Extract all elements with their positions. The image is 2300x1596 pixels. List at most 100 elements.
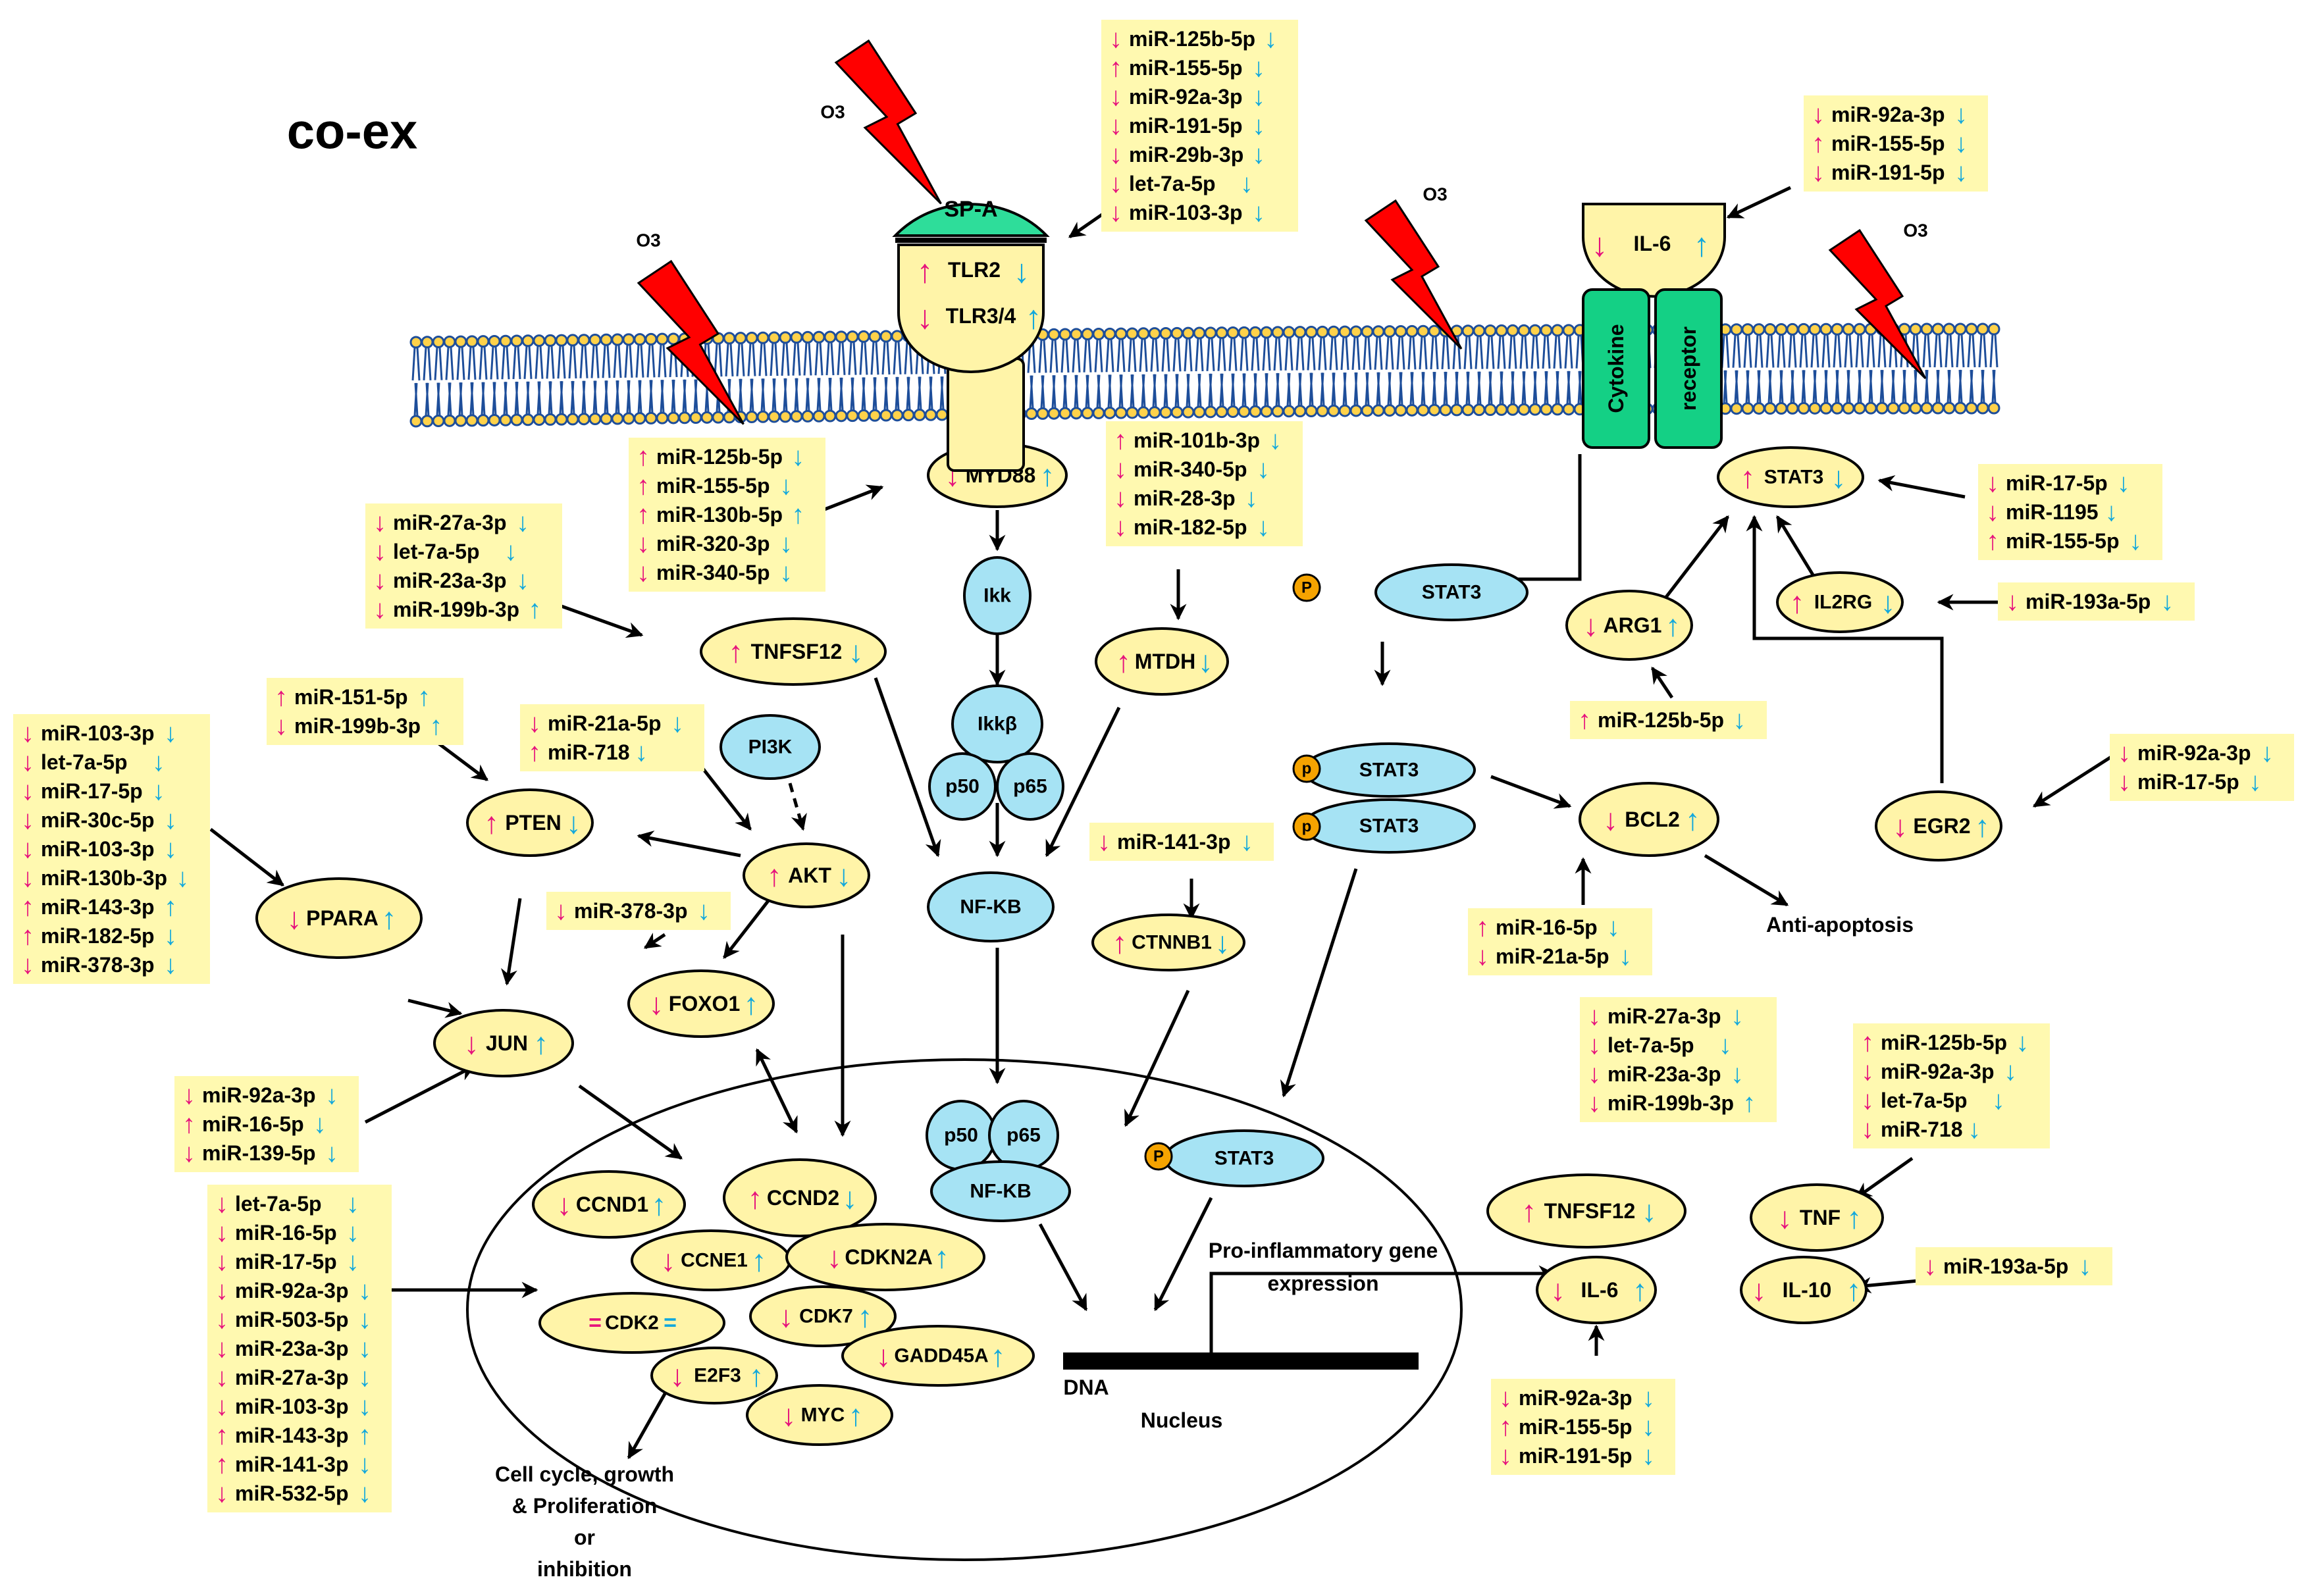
node-tnfsf12b: TNFSF12↑↓ — [1486, 1173, 1686, 1248]
arrow-ppara-to-jun — [407, 998, 463, 1018]
mirna-change-left-icon: ↓ — [1986, 498, 1999, 527]
lipid-tail — [1732, 334, 1737, 368]
lipid-head — [1864, 401, 1877, 415]
lipid-head — [421, 415, 434, 428]
il6-left-icon: ↓ — [1592, 226, 1608, 263]
lipid-head — [1976, 322, 1989, 336]
lipid-tail — [1877, 334, 1882, 368]
lipid-tail — [1278, 337, 1282, 371]
node-stat3top-shape — [1717, 446, 1864, 508]
lipid-tail — [1365, 372, 1370, 405]
mirna-change-right-icon: ↓ — [1992, 1086, 2005, 1115]
lipid-tail — [725, 343, 729, 376]
mirna-change-left-icon: ↓ — [21, 748, 34, 777]
mirna-label: miR-141-3p — [235, 1453, 349, 1476]
node-mtdh-shape — [1095, 627, 1229, 696]
lipid-tail — [1737, 334, 1741, 368]
lipid-tail — [613, 344, 617, 378]
lipid-tail — [1220, 373, 1224, 407]
lipid-tail — [761, 378, 766, 412]
mirna-change-right-icon: ↓ — [176, 863, 189, 892]
arrow-mtdh-to-nfkb — [1045, 706, 1121, 858]
lipid-tail — [908, 341, 913, 374]
mirna-change-right-icon: ↓ — [313, 1110, 327, 1139]
mirna-change-right-icon: ↓ — [1257, 455, 1270, 484]
mirna-box-tnfsf12a: ↓miR-27a-3p↓↓let-7a-5p↓↓miR-23a-3p↓↓miR-… — [365, 503, 562, 629]
mirna-change-left-icon: ↓ — [1861, 1115, 1874, 1144]
lipid-head — [823, 409, 837, 423]
lipid-head — [745, 331, 758, 344]
phospho-label: P — [1301, 579, 1312, 597]
lipid-head — [465, 335, 479, 348]
lipid-tail — [1065, 339, 1070, 373]
mirna-change-right-icon: ↓ — [358, 1334, 371, 1363]
lipid-tail — [472, 346, 477, 380]
mirna-change-left-icon: ↓ — [1476, 942, 1489, 971]
mirna-label: miR-378-3p — [574, 899, 688, 923]
mirna-box-il10: ↓miR-193a-5p↓ — [1916, 1247, 2112, 1285]
lipid-tail — [1186, 374, 1191, 407]
lipid-tail — [595, 345, 600, 378]
node-mtdh: MTDH↑↓ — [1095, 627, 1229, 696]
node-akt-label: AKT — [788, 863, 831, 887]
lipid-tail — [1351, 336, 1356, 371]
lipid-head — [723, 332, 736, 345]
lipid-tail — [560, 381, 564, 415]
node-jun-label: JUN — [486, 1031, 528, 1055]
lipid-tail — [781, 342, 785, 376]
mirna-change-right-icon: ↓ — [2129, 527, 2142, 555]
lipid-tail — [1927, 334, 1931, 368]
lipid-tail — [1421, 372, 1426, 405]
lipid-head — [577, 413, 590, 426]
lipid-head — [1081, 328, 1094, 341]
mirna-change-left-icon: ↓ — [1109, 198, 1122, 227]
lipid-head — [1238, 405, 1251, 418]
node-ctnnb1-shape — [1091, 914, 1245, 971]
ozone-label: O3 — [636, 230, 660, 251]
lipid-tail — [850, 377, 855, 411]
change-right-icon: ↑ — [752, 1243, 767, 1277]
lipid-tail — [445, 347, 450, 380]
lipid-tail — [1779, 370, 1784, 403]
lipid-head — [1853, 401, 1866, 415]
lipid-head — [1954, 401, 1967, 415]
lipid-head — [1931, 322, 1945, 336]
lipid-tail — [1300, 337, 1305, 371]
arrow-akt-to-foxo1 — [723, 897, 771, 959]
phospho-icon — [1144, 1142, 1173, 1171]
lipid-tail — [1524, 336, 1529, 369]
lipid-tail — [1546, 335, 1551, 369]
lipid-tail — [1233, 338, 1238, 371]
lipid-tail — [1983, 334, 1987, 368]
lipid-head — [644, 411, 658, 425]
node-cdkn2a: CDKN2A↓↑ — [785, 1223, 985, 1291]
cell-cycle-label-3: or — [574, 1526, 595, 1549]
mirna-change-right-icon: ↓ — [516, 508, 529, 537]
node-p50b: p50 — [926, 1100, 997, 1171]
lipid-tail — [1891, 370, 1896, 403]
change-right-icon: ↑ — [991, 1339, 1006, 1373]
mirna-label: miR-101b-3p — [1134, 428, 1260, 452]
lipid-head — [1405, 324, 1419, 338]
lipid-tail — [1880, 370, 1885, 403]
mirna-change-right-icon: ↓ — [779, 558, 793, 587]
lipid-tail — [1240, 338, 1244, 371]
mirna-label: miR-125b-5p — [1129, 27, 1255, 51]
lipid-tail — [1781, 334, 1786, 368]
lipid-tail — [817, 378, 822, 411]
lipid-tail — [651, 344, 656, 378]
mirna-box-bg — [629, 438, 825, 592]
node-stat3a-shape — [1374, 563, 1529, 621]
lipid-tail — [758, 343, 763, 376]
lipid-tail — [739, 378, 743, 412]
lipid-head — [499, 413, 512, 426]
lipid-head — [846, 409, 859, 423]
mirna-change-right-icon: ↓ — [2078, 1252, 2091, 1281]
lipid-head — [521, 413, 535, 426]
node-p65b: p65 — [988, 1100, 1059, 1171]
mirna-change-left-icon: ↓ — [554, 896, 567, 925]
lipid-head — [1786, 401, 1799, 415]
lipid-tail — [1914, 369, 1918, 403]
node-nfkb-shape — [927, 871, 1055, 942]
node-nfkb: NF-KB — [927, 871, 1055, 942]
